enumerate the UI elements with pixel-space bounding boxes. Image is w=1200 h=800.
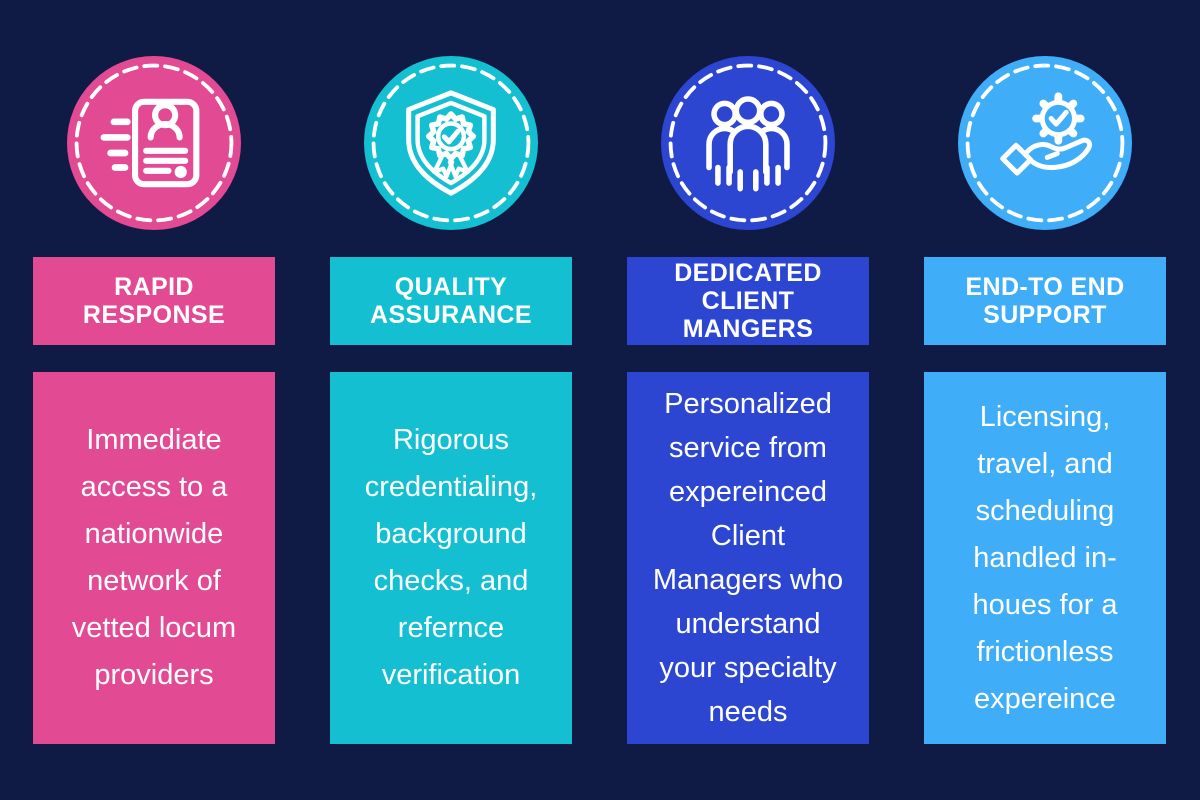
rapid-response-header-label: RAPID RESPONSE	[82, 273, 226, 329]
dedicated-client-managers-header-box: DEDICATED CLIENT MANGERS	[627, 257, 869, 345]
quality-assurance-body-box: Rigorous credentialing, background check…	[330, 372, 572, 744]
hand-holding-gear-icon	[965, 63, 1125, 223]
quality-assurance-body-text: Rigorous credentialing, background check…	[364, 424, 538, 691]
dedicated-client-managers-icon-circle	[661, 56, 835, 230]
end-to-end-support-body-text: Licensing, travel, and scheduling handle…	[972, 400, 1118, 715]
end-to-end-support-header-box: END-TO END SUPPORT	[924, 257, 1166, 345]
rapid-response-body-box: Immediate access to a nationwide network…	[33, 372, 275, 744]
rapid-response-icon-circle	[67, 56, 241, 230]
end-to-end-support-icon-circle	[958, 56, 1132, 230]
quality-assurance-header-box: QUALITY ASSURANCE	[330, 257, 572, 345]
column-quality-assurance: QUALITY ASSURANCE Rigorous credentialing…	[330, 0, 572, 800]
end-to-end-support-body-box: Licensing, travel, and scheduling handle…	[924, 372, 1166, 744]
rapid-response-document-icon	[74, 63, 234, 223]
column-end-to-end-support: END-TO END SUPPORT Licensing, travel, an…	[924, 0, 1166, 800]
shield-check-badge-icon	[371, 63, 531, 223]
dedicated-client-managers-header-label: DEDICATED CLIENT MANGERS	[674, 259, 822, 343]
column-dedicated-client-managers: DEDICATED CLIENT MANGERS Personalized se…	[627, 0, 869, 800]
dedicated-client-managers-body-text: Personalized service from expereinced Cl…	[652, 388, 844, 728]
quality-assurance-header-label: QUALITY ASSURANCE	[370, 273, 532, 329]
column-rapid-response: RAPID RESPONSE Immediate access to a nat…	[33, 0, 275, 800]
rapid-response-body-text: Immediate access to a nationwide network…	[71, 424, 237, 691]
team-people-icon	[668, 63, 828, 223]
quality-assurance-icon-circle	[364, 56, 538, 230]
dedicated-client-managers-body-box: Personalized service from expereinced Cl…	[627, 372, 869, 744]
rapid-response-header-box: RAPID RESPONSE	[33, 257, 275, 345]
end-to-end-support-header-label: END-TO END SUPPORT	[965, 273, 1125, 329]
